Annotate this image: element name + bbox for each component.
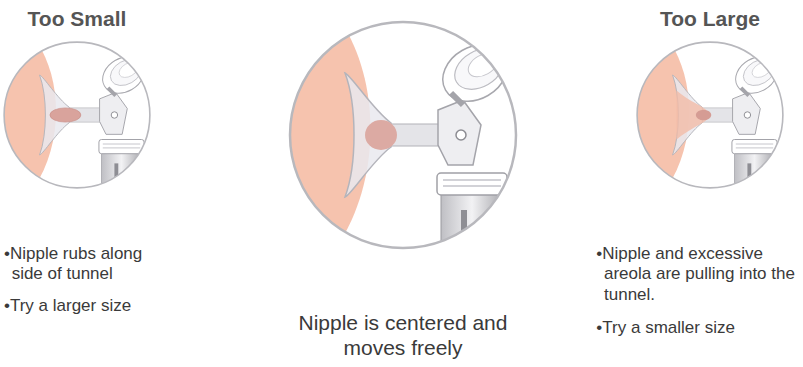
note-text: •Nipple and excessive areola are pulling… — [596, 244, 800, 305]
caption-text: Nipple is centered and moves freely — [298, 310, 508, 360]
small-circle — [0, 31, 151, 202]
heading: Too Small — [28, 6, 127, 31]
note-text: •Try a smaller size — [596, 318, 800, 338]
large-circle — [626, 31, 784, 202]
correct-circle — [273, 5, 517, 270]
heading: Too Large — [660, 6, 760, 31]
note-text: •Nipple rubs along side of tunnel — [4, 244, 170, 285]
note-text: •Try a larger size — [4, 296, 187, 316]
